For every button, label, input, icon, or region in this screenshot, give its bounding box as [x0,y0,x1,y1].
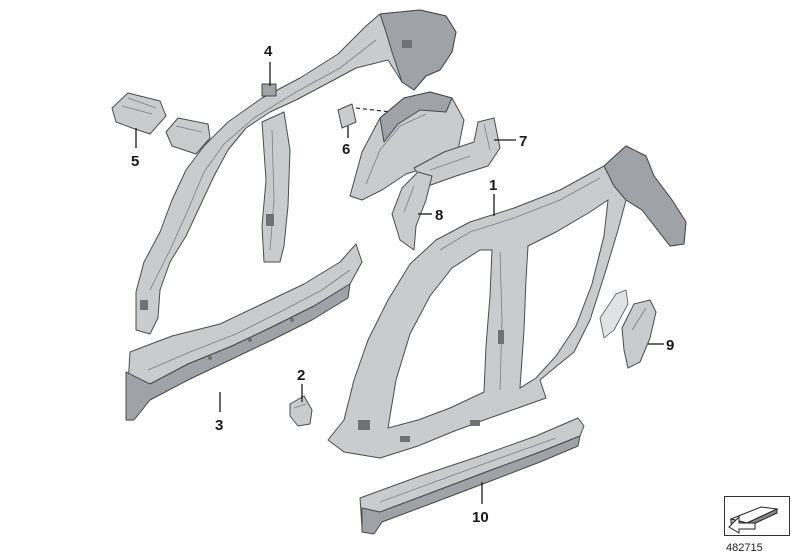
part-2-small-bracket [289,395,313,427]
part-10-outer-rocker [359,417,585,535]
callout-6: 6 [342,141,350,158]
callout-8: 8 [435,207,443,224]
part-8-curved-panel [391,171,433,251]
callout-3: 3 [215,417,223,434]
callout-labels: 1 2 3 4 5 6 7 8 9 10 [131,43,674,526]
callout-9: 9 [666,337,674,354]
part-1-outer-side-frame [327,145,687,459]
diagram-number: 482715 [726,542,763,554]
part-9-trim-piece [599,289,657,369]
callout-2: 2 [297,367,305,384]
part-7-bracket [413,117,501,187]
callout-7: 7 [519,133,527,150]
part-5-roof-brackets [111,92,211,155]
callout-10: 10 [472,509,489,526]
part-3-inner-rocker [125,243,363,421]
orientation-reference-box [724,496,790,536]
orientation-arrow-icon [728,506,779,534]
leader-lines [135,62,664,504]
callout-5: 5 [131,153,139,170]
callout-4: 4 [264,43,273,60]
wheelhouse-inner [349,91,465,201]
part-4-inner-side-frame [135,9,457,335]
callout-1: 1 [489,177,497,194]
